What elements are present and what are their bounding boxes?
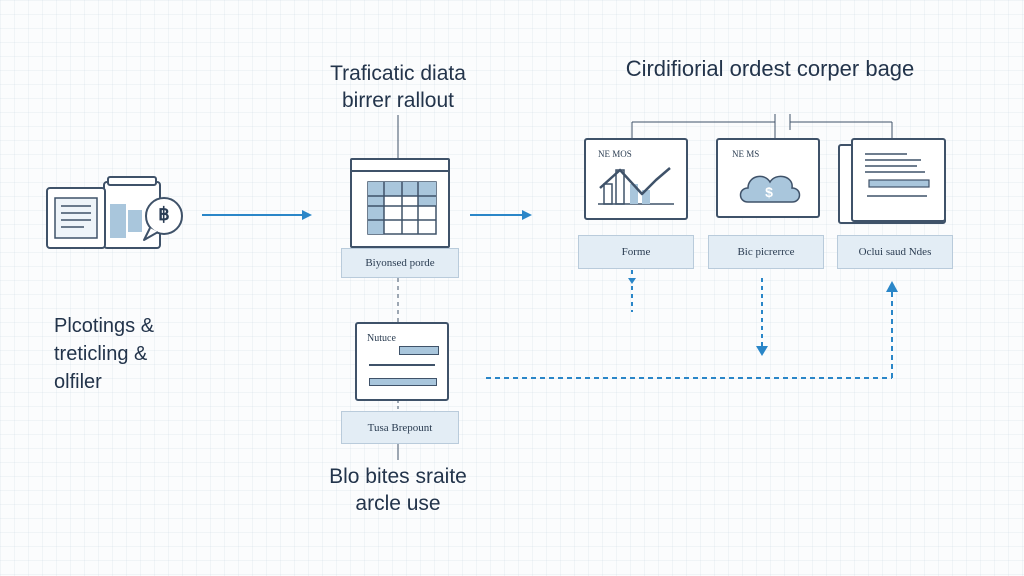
bracket-above-cards [631,114,893,138]
card-caption: Bic picrerrce [708,235,824,269]
heading-bottom-center: Blo bites sraite arcle use [300,463,496,517]
dashed-down-card-1 [628,270,636,312]
card-caption: Forme [578,235,694,269]
card-chart: NE MOS [584,138,688,220]
heading-top-right: Cirdifiorial ordest corper bage [625,56,915,81]
form-divider [369,364,435,366]
form-field [369,378,437,386]
cloud-dollar-icon: $ [739,175,801,203]
heading-line: treticling & [54,343,148,365]
table-grid-icon [367,181,437,235]
center-table-card [350,158,450,248]
form-node-caption: Tusa Brepount [341,411,459,444]
heading-left: Plcotings & treticling & olfiler [54,312,154,396]
source-icon-cluster: ฿ [44,176,194,256]
heading-line: Traficatic diata [330,62,466,85]
card-cloud: NE MS $ [716,138,820,218]
arrow-source-to-center [202,210,312,220]
card-document [851,138,946,222]
card-header-bar [352,160,448,172]
card-title: NE MS [732,149,760,159]
dashed-return-path [486,281,898,379]
card-caption: Oclui saud Ndes [837,235,953,269]
document-lines-icon [865,153,930,197]
line-chart-icon [598,167,674,205]
heading-line: arcle use [355,492,441,515]
svg-text:$: $ [765,184,773,200]
form-card: Nutuce [355,322,449,401]
heading-top-center: Traficatic diata birrer rallout [300,60,496,114]
form-field [399,346,439,355]
currency-badge-icon: ฿ [158,204,170,224]
heading-line: birrer rallout [341,89,455,112]
heading-line: olfiler [54,371,102,393]
dashed-down-card-2 [756,278,768,356]
heading-line: Plcotings & [54,315,155,337]
card-title: NE MOS [598,149,632,159]
document-stack-icon [46,176,183,249]
arrow-center-to-cards [470,210,532,220]
form-title: Nutuce [367,333,396,344]
heading-line: Blo bites sraite [329,465,467,488]
center-node-caption: Biyonsed porde [341,248,459,278]
